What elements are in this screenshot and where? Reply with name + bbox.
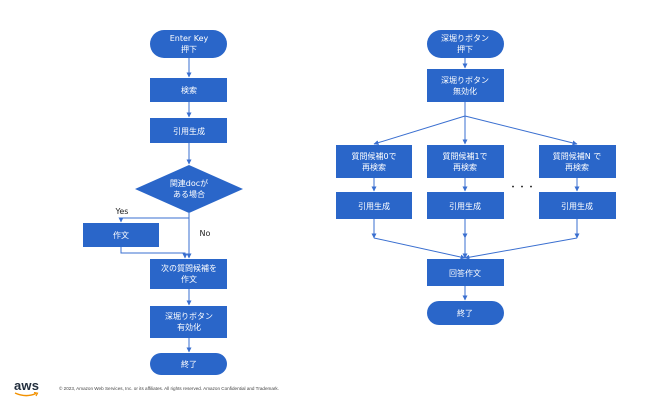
arrow-decision-yes xyxy=(118,213,190,223)
arrow-fork-to-branch0 xyxy=(373,115,466,146)
branch0-citation-node xyxy=(336,192,412,219)
enable-deep-dive-node xyxy=(150,306,227,338)
branch0-citation-label: 引用生成 xyxy=(358,201,390,211)
next-question-line1: 次の質問候補を xyxy=(161,263,217,273)
decision-line1: 関連docが xyxy=(170,178,208,188)
branch-ellipsis: ・・・ xyxy=(508,183,535,193)
search-label: 検索 xyxy=(181,85,197,95)
enable-deep-dive-line2: 有効化 xyxy=(177,322,201,332)
copyright-text: © 2023, Amazon Web Services, Inc. or its… xyxy=(59,386,279,391)
no-label: No xyxy=(200,229,211,238)
arrow-compose-to-next xyxy=(120,247,188,259)
branch0-search-line1: 質問候補0で xyxy=(351,151,396,161)
branch1-search-line2: 再検索 xyxy=(453,162,477,172)
left-flow: Enter Key 押下 検索 引用生成 関連docが ある場合 Yes No … xyxy=(83,30,243,375)
decision-line2: ある場合 xyxy=(173,189,205,199)
right-start-line2: 押下 xyxy=(457,44,473,54)
disable-deep-dive-line2: 無効化 xyxy=(453,86,477,96)
next-question-line2: 作文 xyxy=(181,274,197,284)
decision-node xyxy=(135,165,243,213)
search-node xyxy=(150,78,227,102)
branch0-search-node xyxy=(336,145,412,178)
aws-smile-icon xyxy=(14,392,39,397)
arrow-join-branch0 xyxy=(373,237,466,260)
branchN-citation-node xyxy=(539,192,616,219)
disable-deep-dive-node xyxy=(427,69,504,102)
left-end-node xyxy=(150,353,227,375)
footer: aws © 2023, Amazon Web Services, Inc. or… xyxy=(0,378,649,402)
enable-deep-dive-line1: 深堀りボタン xyxy=(165,312,213,321)
arrow-join-branchN xyxy=(464,237,578,260)
left-start-node xyxy=(150,30,227,58)
branch1-citation-label: 引用生成 xyxy=(449,201,481,211)
left-start-line1: Enter Key xyxy=(170,34,209,43)
branchN-search-line1: 質問候補N で xyxy=(553,151,602,161)
aws-logo: aws xyxy=(14,378,40,393)
left-start-line2: 押下 xyxy=(181,44,197,54)
branch1-citation-node xyxy=(427,192,504,219)
branch1-search-line1: 質問候補1で xyxy=(442,151,487,161)
citation-label: 引用生成 xyxy=(173,126,205,136)
right-end-label: 終了 xyxy=(457,308,473,318)
branchN-search-line2: 再検索 xyxy=(565,162,589,172)
yes-label: Yes xyxy=(115,207,129,216)
left-end-label: 終了 xyxy=(181,359,197,369)
right-start-node xyxy=(427,30,504,58)
flowchart: Enter Key 押下 検索 引用生成 関連docが ある場合 Yes No … xyxy=(83,30,616,375)
branch1-search-node xyxy=(427,145,504,178)
answer-node xyxy=(427,259,504,286)
arrow-fork-to-branchN xyxy=(464,115,578,146)
citation-node xyxy=(150,118,227,143)
right-flow: 深堀りボタン 押下 深堀りボタン 無効化 質問候補0で 再検索 引用生成 質問候… xyxy=(336,30,616,325)
answer-label: 回答作文 xyxy=(449,268,481,278)
compose-label: 作文 xyxy=(113,230,129,240)
branchN-search-node xyxy=(539,145,616,178)
branchN-citation-label: 引用生成 xyxy=(561,201,593,211)
branch0-search-line2: 再検索 xyxy=(362,162,386,172)
right-end-node xyxy=(427,301,504,325)
compose-node xyxy=(83,223,159,247)
next-question-node xyxy=(150,259,227,289)
connectors xyxy=(118,58,580,353)
right-start-line1: 深堀りボタン xyxy=(441,34,489,43)
disable-deep-dive-line1: 深堀りボタン xyxy=(441,76,489,85)
